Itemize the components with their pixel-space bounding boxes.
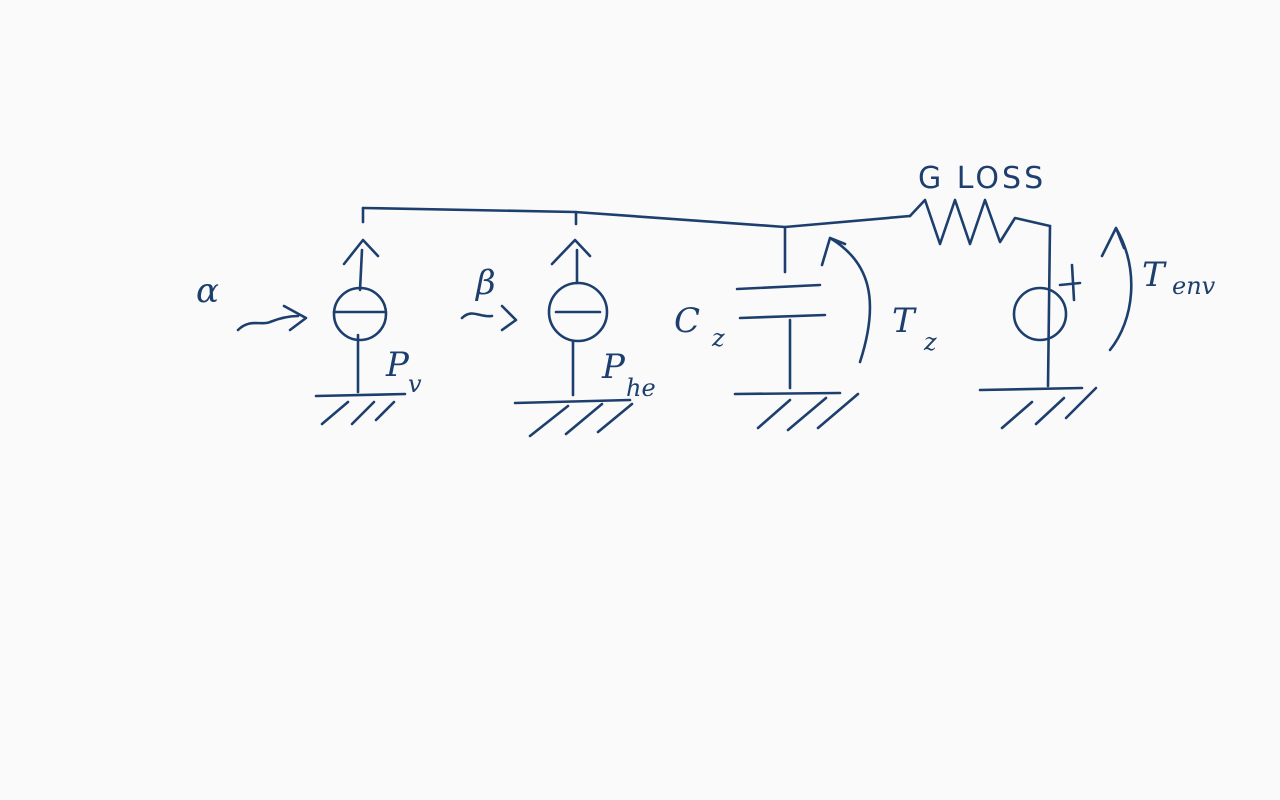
alpha-label: α [196,271,219,311]
wires [361,198,1052,246]
beta-label: β [474,263,496,303]
ground-cz [733,391,860,432]
p-v-main: P [385,345,410,385]
p-he-sub: he [626,374,656,402]
t-env-main: T [1142,255,1167,295]
g-loss-label: G LOSS [918,161,1046,196]
ground-phe [513,398,634,438]
t-env-sub: env [1172,272,1216,300]
c-z-label: C z [674,301,725,352]
c-z-main: C [674,301,700,341]
t-z-arrow [820,236,872,364]
beta-arrow [460,304,518,332]
t-z-sub: z [923,328,937,356]
current-source-phe [547,238,609,397]
g-loss-resistor [908,198,1052,246]
c-z-sub: z [711,324,725,352]
p-v-label: P v [385,345,422,398]
alpha-arrow [236,304,308,332]
t-env-label: T env [1142,255,1216,300]
capacitor-cz [735,225,827,390]
p-he-main: P [601,347,626,387]
top-bus-wire [361,206,912,229]
ground-pv [314,392,407,426]
voltage-source-tenv [1012,224,1082,388]
t-env-arrow [1100,226,1133,352]
current-source-pv [332,238,388,394]
p-he-label: P he [601,347,656,402]
p-v-sub: v [408,370,422,398]
t-z-main: T [892,301,917,341]
ground-tenv [978,386,1098,430]
t-z-label: T z [892,301,937,356]
